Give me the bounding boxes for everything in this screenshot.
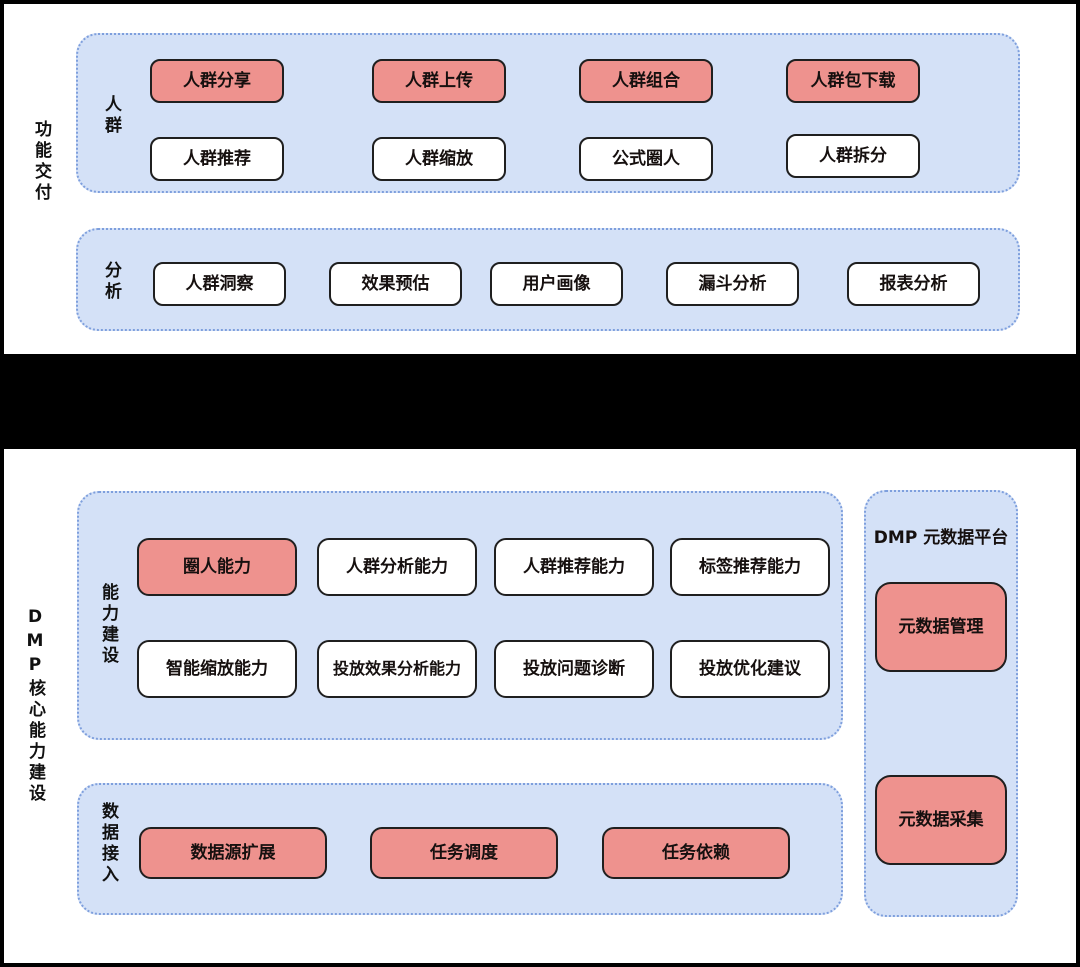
feature-box: 元数据管理 (875, 582, 1007, 672)
group-capability-label: 能力建设 (98, 583, 118, 667)
group-crowd-label: 人群 (101, 95, 121, 137)
feature-box: 任务调度 (370, 827, 558, 879)
feature-box: 人群组合 (579, 59, 713, 103)
feature-box: 人群分享 (150, 59, 284, 103)
feature-box: 数据源扩展 (139, 827, 327, 879)
feature-box: 人群推荐能力 (494, 538, 654, 596)
feature-box: 任务依赖 (602, 827, 790, 879)
group-capability: 能力建设 圈人能力 人群分析能力 人群推荐能力 标签推荐能力 智能缩放能力 投放… (77, 491, 843, 740)
feature-box: 公式圈人 (579, 137, 713, 181)
feature-box: 元数据采集 (875, 775, 1007, 865)
meta-platform-title: DMP 元数据平台 (873, 528, 1009, 548)
side-label-function-delivery: 功能交付 (31, 120, 51, 204)
group-crowd: 人群 人群分享 人群上传 人群组合 人群包下载 人群推荐 人群缩放 公式圈人 人… (76, 33, 1020, 193)
feature-box: 人群缩放 (372, 137, 506, 181)
feature-box: 圈人能力 (137, 538, 297, 596)
feature-box: 用户画像 (490, 262, 623, 306)
feature-box: 投放问题诊断 (494, 640, 654, 698)
group-meta-platform: DMP 元数据平台 元数据管理 元数据采集 (864, 490, 1018, 917)
feature-box: 标签推荐能力 (670, 538, 830, 596)
feature-box: 报表分析 (847, 262, 980, 306)
feature-box: 人群推荐 (150, 137, 284, 181)
feature-box: 人群包下载 (786, 59, 920, 103)
divider-band (0, 354, 1080, 449)
feature-box: 投放优化建议 (670, 640, 830, 698)
group-analysis: 分析 人群洞察 效果预估 用户画像 漏斗分析 报表分析 (76, 228, 1020, 331)
group-data-access: 数据接入 数据源扩展 任务调度 任务依赖 (77, 783, 843, 915)
feature-box: 人群拆分 (786, 134, 920, 178)
feature-box: 投放效果分析能力 (317, 640, 477, 698)
feature-box: 人群分析能力 (317, 538, 477, 596)
group-analysis-label: 分析 (101, 261, 121, 303)
feature-box: 人群洞察 (153, 262, 286, 306)
bottom-panel: DMP核心能力建设 能力建设 圈人能力 人群分析能力 人群推荐能力 标签推荐能力… (4, 449, 1076, 963)
group-data-access-label: 数据接入 (98, 802, 118, 886)
feature-box: 人群上传 (372, 59, 506, 103)
feature-box: 效果预估 (329, 262, 462, 306)
feature-box: 智能缩放能力 (137, 640, 297, 698)
top-panel: 功能交付 人群 人群分享 人群上传 人群组合 人群包下载 人群推荐 人群缩放 公… (4, 4, 1076, 354)
feature-box: 漏斗分析 (666, 262, 799, 306)
side-label-dmp-core: DMP核心能力建设 (25, 607, 45, 805)
